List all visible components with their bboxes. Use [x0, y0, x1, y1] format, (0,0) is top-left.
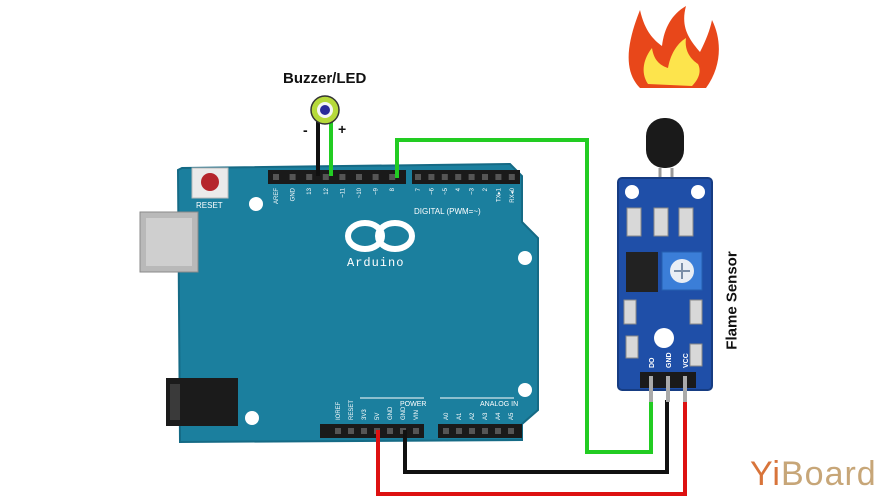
- digital-pin-hole: [289, 174, 296, 180]
- analog-pin-hole: [482, 428, 488, 434]
- digital-pin-hole: [508, 174, 515, 180]
- digital-pin-hole: [322, 174, 329, 180]
- digital-pin-hole: [428, 174, 435, 180]
- digital-pin-label: 8: [390, 187, 396, 191]
- sensor-pin: [683, 376, 687, 402]
- digital-pin-hole: [356, 174, 362, 180]
- digital-pin-label: 4: [456, 187, 462, 191]
- analog-pin-label: A2: [470, 412, 476, 420]
- digital-pin-hole: [455, 174, 462, 180]
- ground-wire-black: [403, 400, 669, 474]
- power-pin-hole: [413, 428, 419, 434]
- digital-pin-label: 2: [483, 187, 489, 191]
- analog-pin-hole: [469, 428, 475, 434]
- flame-icon: [628, 6, 719, 88]
- digital-header-label: DIGITAL (PWM=~): [414, 207, 481, 216]
- digital-pin-label: ~6: [429, 187, 435, 195]
- mount-hole: [518, 251, 532, 265]
- digital-pin-hole: [468, 174, 475, 180]
- digital-pin-hole: [482, 174, 488, 180]
- buzzer-led: [310, 95, 340, 176]
- digital-pin-hole: [339, 174, 346, 180]
- digital-pin-label: ~10: [357, 187, 363, 198]
- digital-pin-hole: [441, 174, 448, 180]
- watermark-yi: Yi: [750, 455, 781, 493]
- digital-pin-label: 7: [416, 187, 422, 191]
- flame-sensor-module: DO GND VCC: [617, 118, 713, 402]
- power-header-label: POWER: [400, 401, 426, 408]
- digital-pin-label: 12: [324, 187, 330, 194]
- digital-pin-label: TX▸1: [496, 187, 502, 202]
- mount-hole: [249, 197, 263, 211]
- sensor-pin-label: GND: [666, 352, 673, 368]
- power-pin-label: 3V3: [362, 409, 368, 420]
- digital-pin-hole: [495, 174, 502, 180]
- digital-pin-label: RX◂0: [510, 187, 516, 202]
- digital-pin-hole: [372, 174, 379, 180]
- analog-pin-label: A5: [509, 412, 515, 420]
- arduino-logo: [345, 220, 415, 252]
- power-wire-red: [376, 400, 687, 496]
- analog-pin-hole: [456, 428, 462, 434]
- mount-hole: [245, 411, 259, 425]
- analog-header: [438, 424, 522, 438]
- power-header: [320, 424, 424, 438]
- digital-pin-label: ~5: [443, 187, 449, 195]
- power-pin-label: RESET: [349, 400, 355, 420]
- sensor-pin-label: DO: [649, 357, 656, 368]
- analog-pin-hole: [508, 428, 514, 434]
- digital-pin-label: ~3: [470, 187, 476, 195]
- wires: [376, 138, 687, 496]
- power-pin-label: GND: [388, 406, 394, 420]
- analog-pin-label: A1: [457, 412, 463, 420]
- digital-header-right: [412, 170, 520, 184]
- analog-pin-label: A0: [444, 412, 450, 420]
- sensor-pin: [666, 376, 670, 402]
- power-pin-hole: [361, 428, 367, 434]
- digital-pin-label: ~11: [340, 187, 346, 197]
- analog-header-label: ANALOG IN: [480, 401, 518, 408]
- signal-wire-green: [395, 138, 653, 454]
- digital-pin-hole: [415, 174, 421, 180]
- analog-pin-label: A3: [483, 412, 489, 420]
- flame-sensor-label: Flame Sensor: [723, 251, 741, 350]
- buzzer-plus-label: +: [338, 121, 347, 137]
- sensor-pin: [649, 376, 653, 402]
- power-pin-hole: [335, 428, 341, 434]
- digital-pin-label: AREF: [274, 188, 280, 204]
- mount-hole: [518, 383, 532, 397]
- sensor-pin-label: VCC: [683, 353, 690, 368]
- yiboard-watermark: YiBoard: [750, 455, 877, 494]
- power-pin-label: GND: [401, 406, 407, 420]
- analog-pin-hole: [443, 428, 449, 434]
- power-pin-label: VIN: [414, 410, 420, 420]
- digital-pin-hole: [389, 174, 396, 180]
- ir-receiver: [646, 118, 684, 168]
- digital-pin-label: ~9: [374, 187, 380, 195]
- buzzer-led-label: Buzzer/LED: [283, 70, 367, 87]
- power-pin-hole: [387, 428, 393, 434]
- power-pin-hole: [348, 428, 354, 434]
- watermark-board: Board: [780, 455, 877, 493]
- arduino-brand: Arduino: [347, 256, 404, 270]
- digital-pin-hole: [306, 174, 313, 180]
- analog-pin-label: A4: [496, 412, 502, 420]
- reset-label: RESET: [196, 201, 223, 210]
- digital-pin-hole: [273, 174, 279, 180]
- power-pin-label: IOREF: [336, 401, 342, 420]
- digital-pin-label: 13: [307, 187, 313, 194]
- digital-pin-label: GND: [291, 187, 297, 201]
- digital-header-left: [268, 170, 406, 184]
- power-pin-label: 5V: [375, 413, 381, 420]
- analog-pin-hole: [495, 428, 501, 434]
- buzzer-minus-label: -: [303, 122, 308, 138]
